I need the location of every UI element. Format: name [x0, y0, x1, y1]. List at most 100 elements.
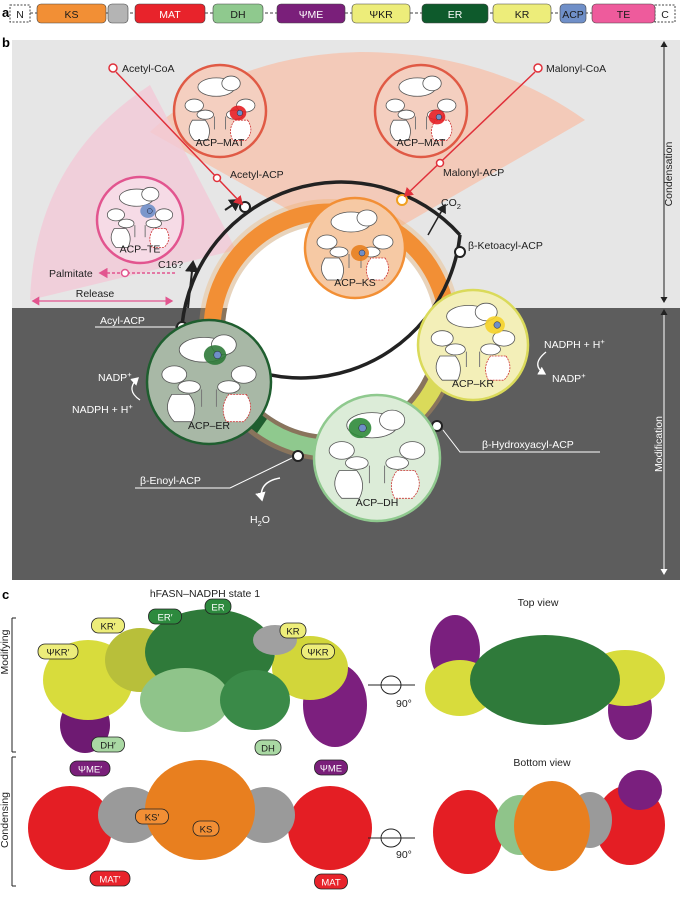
kr-nadp-label: NADP+: [552, 371, 586, 385]
domain-label: ACP: [562, 9, 584, 21]
domain-er: ER: [421, 3, 489, 24]
map-title: hFASN–NADPH state 1: [150, 588, 260, 600]
state-acp-mat-2: ACP–MAT: [373, 63, 469, 159]
badge-7: DH: [254, 739, 282, 756]
acetyl-transfer-node: [212, 173, 222, 183]
badge-label: KR′: [101, 622, 116, 633]
badge-label: DH: [261, 744, 275, 755]
c16-label: C16?: [158, 259, 183, 271]
palmitate-label: Palmitate: [49, 268, 93, 280]
badge-label: MAT: [321, 878, 341, 889]
kr-nadph-label: NADPH + H+: [544, 337, 605, 351]
rotation-symbol-1: 90°: [368, 675, 415, 710]
state-acp-dh: ACP–DH: [312, 393, 442, 523]
malonyl-acp-label: Malonyl-ACP: [443, 167, 504, 179]
state-acp-ks: ACP–KS: [303, 196, 407, 300]
state-acp-mat-1: ACP–MAT: [172, 63, 268, 159]
rotation-symbol-2: 90°: [368, 828, 415, 861]
state-circles: ACP–MAT ACP–MAT ACP–TE ACP–KS ACP–KR ACP–ER AC…: [95, 63, 530, 523]
badge-label: KS: [200, 825, 213, 836]
badge-label: KS′: [145, 813, 160, 824]
condensation-label: Condensation: [663, 141, 675, 206]
bottom-view-map: [433, 770, 665, 874]
state-label: ACP–KR: [452, 378, 494, 390]
n-terminus: N: [9, 4, 31, 23]
state-label: ACP–DH: [356, 497, 399, 509]
svg-text:90°: 90°: [396, 849, 412, 861]
panel-c-letter: c: [2, 587, 9, 602]
domain-kr: ΨKR: [351, 3, 411, 24]
svg-text:90°: 90°: [396, 698, 412, 710]
front-view-condensing-map: [28, 760, 372, 870]
co2-label: CO2: [441, 197, 461, 211]
state-acp-kr: ACP–KR: [416, 288, 530, 402]
badge-6: DH′: [91, 736, 125, 753]
ketoacyl-acp-node: [454, 246, 466, 258]
modification-label: Modification: [653, 416, 665, 472]
state-label: ACP–MAT: [397, 137, 446, 149]
er-cofactor-arrow: [130, 377, 141, 401]
acyl-acp-label: Acyl-ACP: [100, 315, 145, 327]
kr-cofactor-arrow: [537, 351, 547, 375]
badge-13: MAT: [314, 873, 348, 890]
state-label: ACP–MAT: [196, 137, 245, 149]
panel-a-letter: a: [2, 5, 10, 20]
badge-4: ΨKR′: [37, 643, 79, 660]
condensing-label: Condensing: [0, 792, 11, 848]
domain-label: KR: [515, 9, 530, 21]
badge-label: ΨME: [320, 764, 342, 775]
panel-b-letter: b: [2, 35, 10, 50]
domain-kr: KR: [492, 3, 552, 24]
modifying-label: Modifying: [0, 629, 11, 674]
malonyl-coa-label: Malonyl-CoA: [546, 63, 606, 75]
top-view-map: [425, 615, 665, 740]
domain-label: ΨKR: [369, 9, 393, 21]
badge-label: ER′: [158, 613, 173, 624]
domain-label: KS: [64, 9, 78, 21]
front-view-modifying-map: [43, 609, 367, 753]
acetyl-coa-label: Acetyl-CoA: [122, 63, 175, 75]
badge-3: KR: [279, 622, 307, 639]
enoyl-acp-label: β-Enoyl-ACP: [140, 475, 201, 487]
er-nadp-label: NADP+: [98, 370, 132, 384]
domain-architecture: KS MAT DH ΨME ΨKR ER KR ACP TE: [36, 3, 656, 24]
badge-label: ER: [211, 603, 224, 614]
outer-cycle-top: [180, 180, 462, 326]
domain-label: ER: [448, 9, 463, 21]
svg-text:N: N: [16, 9, 24, 21]
malonyl-coa-input: Malonyl-CoA: [403, 63, 606, 198]
h2o-arrow: [255, 477, 281, 502]
domain-mat: MAT: [134, 3, 206, 24]
domain-label: DH: [230, 9, 245, 21]
acetyl-coa-input: Acetyl-CoA: [108, 63, 244, 206]
badge-12: MAT′: [89, 870, 131, 887]
domain-me: ΨME: [276, 3, 346, 24]
badge-label: DH′: [100, 741, 116, 752]
state-acp-er: ACP–ER: [145, 318, 273, 446]
bottom-view-label: Bottom view: [513, 757, 571, 769]
acyl-to-te-arrow: [184, 260, 199, 309]
svg-text:C: C: [661, 9, 669, 21]
domain-acp: ACP: [559, 3, 587, 24]
badge-5: ΨKR: [301, 643, 335, 660]
domain-badges: KR′ ER′ ER KR ΨKR′ ΨKR DH′ DH ΨME′ ΨME KS′ KS MAT′ MA…: [37, 598, 348, 890]
er-nadph-label: NADPH + H+: [72, 402, 133, 416]
h2o-label: H2O: [250, 514, 270, 528]
state-acp-te: ACP–TE: [95, 175, 185, 265]
badge-10: KS′: [135, 808, 169, 825]
domain-ks: KS: [36, 3, 107, 24]
domain-linker-gray: [107, 3, 129, 24]
domain-label: ΨME: [299, 9, 324, 21]
malonyl-acp-node: [396, 194, 408, 206]
badge-label: ΨKR′: [47, 648, 70, 659]
badge-label: KR: [286, 627, 299, 638]
badge-11: KS: [192, 820, 220, 837]
badge-label: MAT′: [99, 875, 120, 886]
enoyl-acp-node: [292, 450, 304, 462]
state-label: ACP–ER: [188, 420, 230, 432]
acyl-acp-callout: Acyl-ACP: [95, 315, 175, 328]
badge-1: ER′: [148, 608, 182, 625]
domain-label: TE: [617, 9, 630, 21]
badge-8: ΨME′: [69, 760, 111, 777]
co2-arrow: [427, 203, 446, 236]
